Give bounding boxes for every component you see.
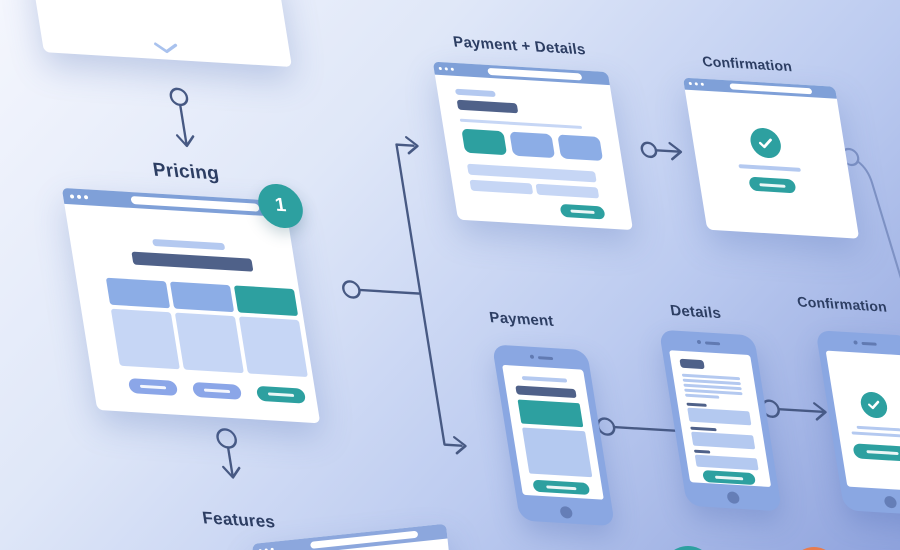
connector-start-circle <box>216 428 237 449</box>
input-field <box>694 454 759 471</box>
connector-payment-details-to-confirmation <box>640 141 683 161</box>
placeholder-heading <box>515 385 577 399</box>
connector-start-circle <box>342 280 361 299</box>
placeholder-bar <box>454 88 496 98</box>
confirm-button <box>748 176 797 194</box>
logo-block <box>679 358 705 370</box>
browser-window-confirmation <box>682 77 860 239</box>
cta-button <box>127 378 179 396</box>
browser-window-payment-details <box>432 61 634 231</box>
phone-screen <box>825 350 900 492</box>
phone-screen <box>502 364 604 500</box>
phone-speaker-icon <box>696 339 720 345</box>
plan-cell <box>238 316 308 377</box>
pay-button <box>532 479 591 495</box>
placeholder-line <box>856 425 900 432</box>
arrowhead-icon <box>222 465 241 479</box>
phone-mockup-confirmation <box>815 330 900 516</box>
placeholder-heading <box>456 99 519 114</box>
arrowhead-icon <box>175 134 195 148</box>
button-label-placeholder <box>267 392 295 397</box>
arrowhead-icon <box>668 141 683 161</box>
phone-speaker-icon <box>852 340 877 346</box>
payment-card-option <box>509 131 556 159</box>
success-check-circle <box>858 391 890 419</box>
cta-button-primary <box>255 385 307 404</box>
address-bar <box>487 67 583 81</box>
form-field <box>466 163 597 183</box>
phone-speaker-icon <box>529 354 553 360</box>
content-block <box>522 427 593 478</box>
check-icon <box>758 138 772 148</box>
connector-home-to-pricing <box>169 87 195 148</box>
button-label-placeholder <box>139 384 167 390</box>
phone-home-button <box>725 491 740 504</box>
connector-start-circle <box>640 141 658 159</box>
browser-traffic-dots <box>688 81 705 86</box>
text-line <box>684 393 720 399</box>
arrowhead-icon <box>813 402 827 421</box>
plan-cell <box>174 312 244 374</box>
cta-button <box>191 381 243 400</box>
connector-pricing-to-features <box>216 428 241 479</box>
placeholder-line <box>738 164 801 172</box>
form-field <box>469 179 534 195</box>
arrowhead-icon <box>453 436 467 455</box>
address-bar <box>729 83 813 95</box>
input-field <box>687 407 752 426</box>
payment-card-option <box>557 134 604 161</box>
browser-traffic-dots <box>69 194 89 200</box>
button-label-placeholder <box>866 450 899 456</box>
browser-traffic-dots <box>438 66 455 71</box>
plan-cell <box>105 277 171 309</box>
input-field <box>691 431 756 450</box>
plan-cell <box>110 308 180 370</box>
button-label-placeholder <box>570 209 595 214</box>
button-label-placeholder <box>545 484 577 490</box>
button-label-placeholder <box>714 475 744 480</box>
button-label-placeholder <box>759 182 786 188</box>
phone-home-button <box>883 495 897 509</box>
browser-window-pricing: 1 <box>61 182 321 424</box>
address-bar <box>130 196 260 212</box>
connector-details-to-confirmation <box>761 399 827 421</box>
browser-window-home-partial <box>28 0 293 68</box>
arrowhead-icon <box>405 136 419 155</box>
chevron-down-icon <box>154 42 178 54</box>
plan-cell-highlight <box>233 285 299 316</box>
phone-screen <box>669 350 772 487</box>
bottom-dot-teal <box>662 546 714 550</box>
hero-block <box>517 399 584 428</box>
button-label-placeholder <box>203 388 231 394</box>
continue-button <box>702 469 757 486</box>
bottom-dot-orange <box>790 547 838 550</box>
success-check-circle <box>748 127 784 159</box>
field-label <box>693 449 711 454</box>
plan-cell <box>169 281 235 313</box>
field-label <box>686 402 707 407</box>
connector-start-circle <box>169 87 189 107</box>
check-icon <box>868 400 880 410</box>
submit-button <box>559 203 606 220</box>
payment-card-option-selected <box>461 128 508 156</box>
label-details-mobile: Details <box>669 302 723 323</box>
placeholder-line <box>851 431 900 438</box>
placeholder-bar <box>521 375 568 383</box>
connector-pricing-branch <box>342 136 467 455</box>
placeholder-line <box>459 118 583 130</box>
step-badge-number: 1 <box>273 194 288 217</box>
placeholder-heading <box>131 251 254 272</box>
placeholder-bar <box>152 238 226 251</box>
phone-home-button <box>558 505 573 519</box>
field-label <box>690 426 717 431</box>
done-button <box>852 443 900 462</box>
label-pricing: Pricing <box>151 159 221 185</box>
form-field <box>535 183 600 199</box>
